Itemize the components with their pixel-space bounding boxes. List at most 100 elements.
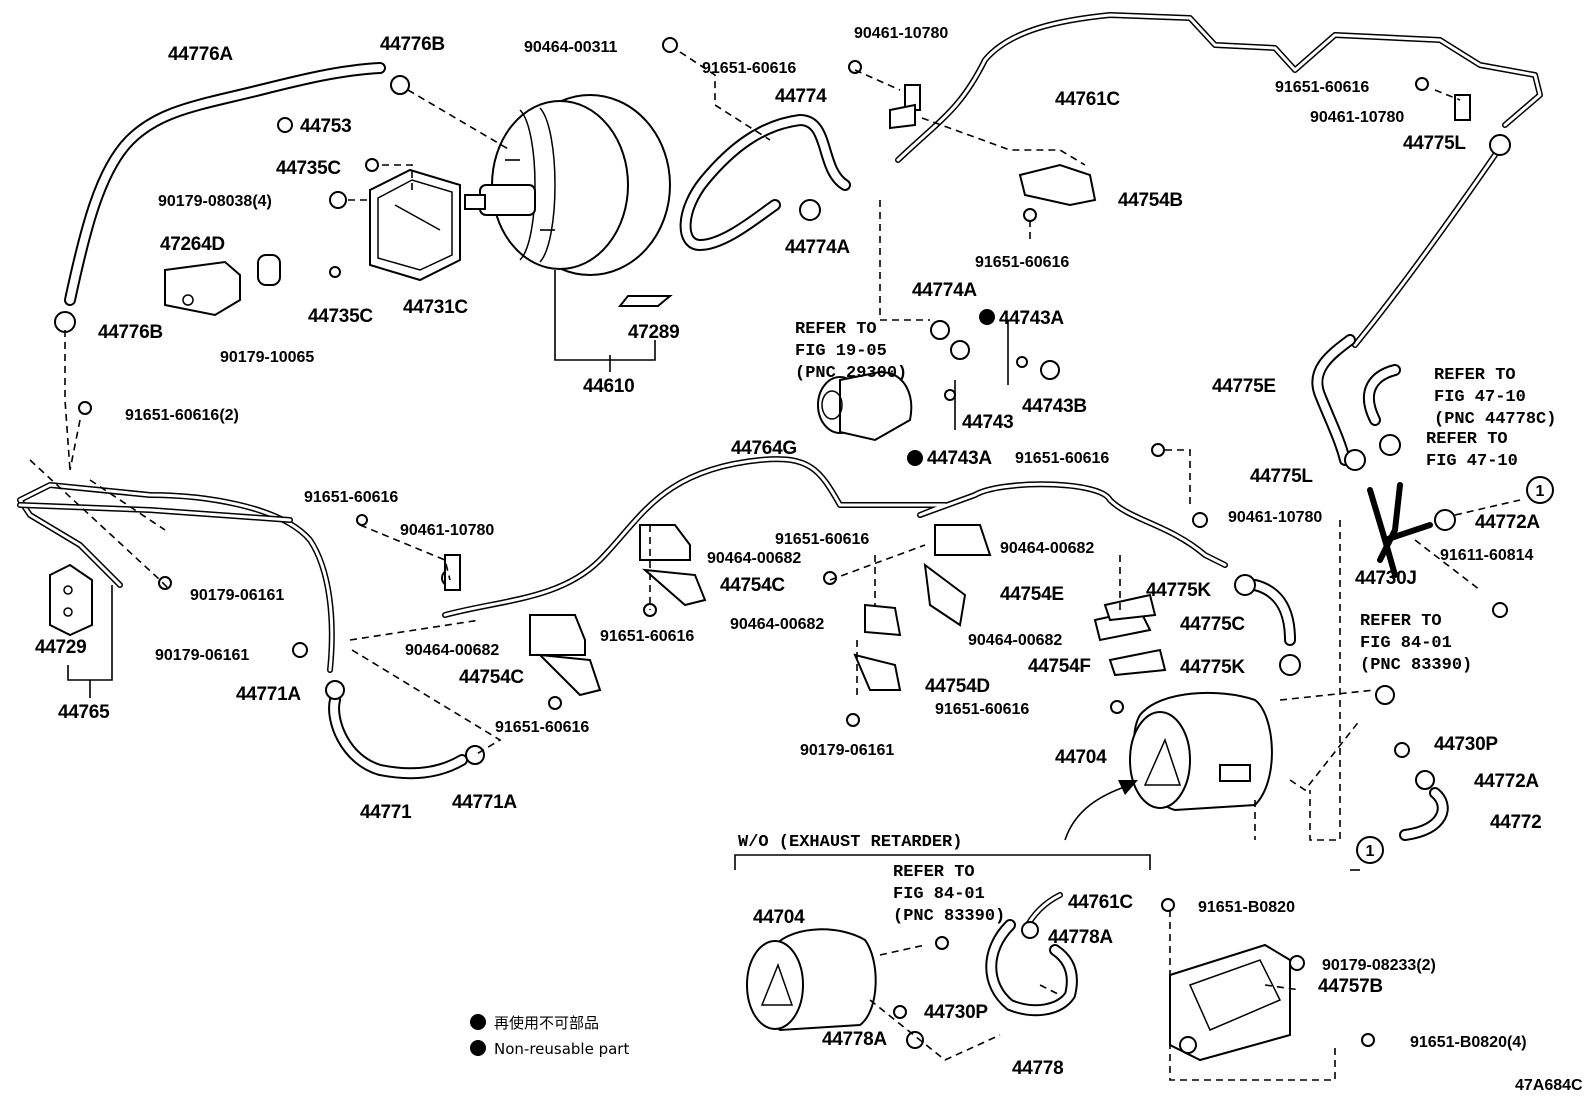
part-label: 90179-06161 <box>190 587 284 604</box>
legend-japanese: 再使用不可部品 <box>494 1014 599 1032</box>
part-label: 91651-60616 <box>304 489 398 506</box>
part-label: 44772A <box>1475 512 1540 533</box>
part-label: 44730J <box>1355 568 1417 589</box>
part-label: 44776B <box>98 322 163 343</box>
part-label: 47264D <box>160 234 225 255</box>
part-label: 44704 <box>753 907 805 928</box>
part-label: 44772 <box>1490 812 1541 833</box>
part-label: 44775E <box>1212 376 1276 397</box>
refer-note-line: FIG 47-10 <box>1426 452 1518 471</box>
part-label: 91651-60616 <box>1275 79 1369 96</box>
callout-circle <box>1526 476 1554 504</box>
part-label: 44729 <box>35 637 86 658</box>
part-label: 44754F <box>1028 656 1091 677</box>
part-label: 44774A <box>912 280 977 301</box>
part-label: 44775K <box>1180 657 1245 678</box>
part-label: 47289 <box>628 322 679 343</box>
part-label: 44771A <box>452 792 517 813</box>
part-label: 90461-10780 <box>1228 509 1322 526</box>
part-label: 90461-10780 <box>854 25 948 42</box>
refer-note-line: FIG 47-10 <box>1434 388 1526 407</box>
figure-code: 47A684C <box>1515 1077 1583 1094</box>
part-label: 91651-60616 <box>1015 450 1109 467</box>
part-label: 44704 <box>1055 747 1107 768</box>
tank-bracket <box>1169 943 1291 1062</box>
part-label: 91611-60814 <box>1440 547 1534 564</box>
brake-booster <box>464 94 671 276</box>
part-label: 44775K <box>1146 580 1211 601</box>
part-label: 91651-60616 <box>600 628 694 645</box>
part-label: 90461-10780 <box>400 522 494 539</box>
bracket-44754B <box>1018 163 1097 207</box>
part-label: 44754B <box>1118 190 1183 211</box>
part-label: 44775C <box>1180 614 1245 635</box>
part-label: 90464-00311 <box>524 39 618 56</box>
legend-dot <box>470 1014 486 1030</box>
vacuum-tank-upper <box>1129 691 1273 812</box>
bracket-44729 <box>49 563 93 637</box>
part-label: 44778A <box>1048 927 1113 948</box>
refer-note-line: FIG 19-05 <box>795 342 887 361</box>
part-label: 90179-06161 <box>155 647 249 664</box>
part-label: 44730P <box>924 1002 988 1023</box>
part-label: 44771 <box>360 802 412 823</box>
part-label: 90464-00682 <box>707 550 801 567</box>
part-label: 44772A <box>1474 771 1539 792</box>
refer-note-line: REFER TO <box>1426 430 1508 449</box>
non-reusable-dot <box>979 309 995 325</box>
leader-lines <box>29 51 1521 1081</box>
section-bracket <box>734 854 1151 870</box>
part-label: 44743A <box>927 448 992 469</box>
part-label: 90179-06161 <box>800 742 894 759</box>
part-label: 44735C <box>308 306 373 327</box>
part-label: 91651-60616 <box>702 60 796 77</box>
part-label: 90464-00682 <box>405 642 499 659</box>
line-clips <box>529 524 1167 697</box>
refer-note-line: REFER TO <box>795 320 877 339</box>
part-label: 90461-10780 <box>1310 109 1404 126</box>
refer-note-line: REFER TO <box>1360 612 1442 631</box>
pointer-arrowhead <box>1118 780 1138 795</box>
part-label: 91651-60616 <box>935 701 1029 718</box>
part-label: 90179-08233(2) <box>1322 957 1436 974</box>
legend-dot <box>470 1040 486 1056</box>
refer-note-line: (PNC 83390) <box>893 907 1005 926</box>
part-label: 44764G <box>731 438 797 459</box>
part-label: 44775L <box>1250 466 1313 487</box>
part-label: 44774 <box>775 86 827 107</box>
vacuum-tank-lower <box>746 928 877 1032</box>
part-label: 91651-60616 <box>495 719 589 736</box>
part-label: 44735C <box>276 158 341 179</box>
part-label: 44778 <box>1012 1058 1063 1079</box>
part-label: 44774A <box>785 237 850 258</box>
legend-english: Non-reusable part <box>494 1040 629 1058</box>
callout-circle <box>1356 836 1384 864</box>
part-label: 44778A <box>822 1029 887 1050</box>
part-label: 91651-60616 <box>975 254 1069 271</box>
section-title: W/O (EXHAUST RETARDER) <box>738 833 962 852</box>
part-label: 44743A <box>999 308 1064 329</box>
part-label: 44776B <box>380 34 445 55</box>
clamps <box>54 37 1511 1049</box>
part-label: 44743 <box>962 412 1013 433</box>
part-label: 91651-60616(2) <box>125 407 239 424</box>
refer-notes: REFER TO FIG 19-05 (PNC 29300) REFER TO … <box>795 320 1556 926</box>
vacuum-hoses <box>17 12 1543 1017</box>
part-label: 90179-10065 <box>220 349 314 366</box>
part-label: 44761C <box>1055 89 1120 110</box>
part-label: 91651-B0820(4) <box>1410 1034 1527 1051</box>
part-label: 91651-60616 <box>775 531 869 548</box>
part-label: 44757B <box>1318 976 1383 997</box>
booster-gasket <box>369 168 461 282</box>
refer-note-line: FIG 84-01 <box>1360 634 1452 653</box>
part-label: 44776A <box>168 44 233 65</box>
part-label: 90464-00682 <box>1000 540 1094 557</box>
part-label: 44765 <box>58 702 110 723</box>
part-label: 90464-00682 <box>968 632 1062 649</box>
non-reusable-dot <box>907 450 923 466</box>
part-label: 91651-B0820 <box>1198 899 1295 916</box>
callout-number: 1 <box>1366 843 1375 860</box>
callout-number: 1 <box>1536 483 1545 500</box>
part-label: 44754E <box>1000 584 1064 605</box>
